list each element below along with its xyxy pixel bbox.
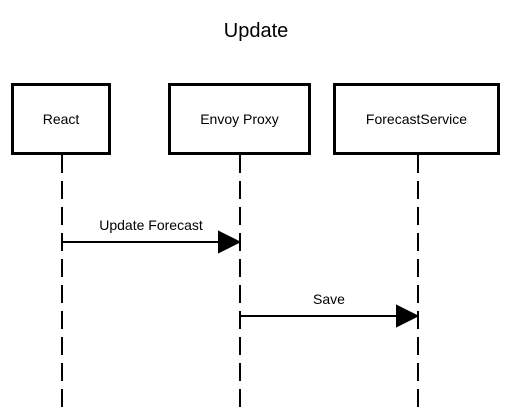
message-arrowhead-save <box>396 304 420 328</box>
participant-forecast-service: ForecastService <box>333 83 500 155</box>
message-label-save: Save <box>313 291 345 307</box>
message-arrowhead-update-forecast <box>218 230 242 254</box>
participant-envoy-proxy: Envoy Proxy <box>168 83 311 155</box>
participant-react: React <box>11 83 111 155</box>
message-label-update-forecast: Update Forecast <box>99 217 203 233</box>
diagram-title: Update <box>223 20 289 42</box>
